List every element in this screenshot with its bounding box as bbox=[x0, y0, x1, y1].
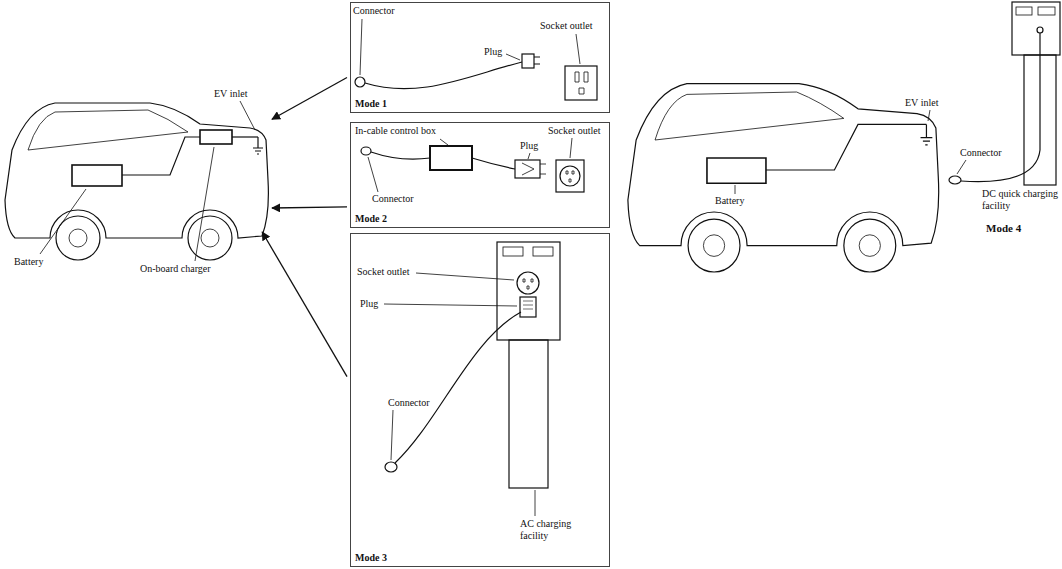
connector-symbol bbox=[949, 176, 961, 184]
arrow-connector bbox=[272, 77, 347, 119]
control-box-symbol bbox=[430, 146, 472, 170]
arrow-connector bbox=[262, 232, 347, 377]
charger-column bbox=[509, 340, 548, 488]
plug-pins bbox=[534, 57, 540, 64]
wheel-hub bbox=[69, 229, 87, 247]
mode-title: Mode 2 bbox=[355, 213, 387, 225]
part-label: Connector bbox=[372, 193, 414, 205]
plug-symbol bbox=[515, 160, 540, 178]
mode3-illustration bbox=[384, 242, 560, 516]
wire bbox=[766, 124, 926, 170]
plug-symbol bbox=[520, 297, 536, 317]
part-label: On-board charger bbox=[140, 263, 211, 275]
connector-symbol bbox=[361, 147, 371, 155]
leader-line bbox=[368, 138, 572, 192]
socket-symbol bbox=[556, 160, 584, 192]
connector-symbol bbox=[385, 462, 397, 472]
ground-symbol bbox=[921, 124, 933, 144]
plug-grip bbox=[523, 301, 533, 309]
charger-head bbox=[497, 242, 560, 340]
cable bbox=[961, 33, 1040, 182]
display bbox=[1038, 7, 1055, 15]
socket-holes bbox=[566, 171, 574, 182]
cable bbox=[371, 152, 430, 159]
battery-box bbox=[707, 158, 766, 183]
plug-pins bbox=[522, 163, 546, 175]
part-label: Battery bbox=[715, 195, 744, 207]
leader-line bbox=[384, 273, 535, 516]
wheel-hub bbox=[703, 235, 724, 257]
cable-outlet bbox=[1037, 27, 1043, 33]
cable bbox=[395, 312, 521, 463]
part-label: Connector bbox=[960, 147, 1002, 159]
part-label: DC quick charging facility bbox=[982, 188, 1058, 212]
wheel bbox=[844, 219, 896, 272]
battery-box bbox=[72, 165, 122, 186]
wire bbox=[232, 136, 258, 137]
left-car bbox=[5, 101, 268, 261]
part-label: Plug bbox=[484, 46, 502, 58]
part-label: AC charging facility bbox=[520, 518, 592, 542]
display bbox=[503, 247, 523, 256]
display bbox=[533, 247, 553, 256]
car-window bbox=[655, 92, 844, 140]
socket-face bbox=[560, 166, 580, 186]
wheel-hub bbox=[859, 235, 880, 257]
ev-inlet-point: EV inlet bbox=[244, 112, 272, 232]
arrow-connector bbox=[272, 207, 347, 208]
car-window bbox=[28, 110, 188, 150]
part-label: Connector bbox=[388, 397, 430, 409]
part-label: Connector bbox=[353, 5, 395, 17]
display bbox=[1016, 7, 1032, 15]
mode-panel: Mode 2 bbox=[350, 122, 610, 228]
wheel-hub bbox=[201, 229, 219, 247]
right-car bbox=[628, 84, 939, 272]
part-label: In-cable control box bbox=[355, 125, 436, 137]
socket-symbol bbox=[565, 66, 597, 100]
charger-box bbox=[200, 130, 232, 144]
charger-head bbox=[1012, 2, 1060, 55]
mode2-illustration bbox=[361, 138, 584, 192]
wire bbox=[122, 137, 200, 175]
part-label: Plug bbox=[360, 298, 378, 310]
leader-line bbox=[195, 147, 214, 261]
part-label: Battery bbox=[14, 256, 43, 268]
dc-charger bbox=[735, 2, 1060, 194]
part-label: Socket outlet bbox=[540, 20, 593, 32]
wheel bbox=[188, 216, 232, 260]
leader-line bbox=[240, 101, 255, 130]
car-body bbox=[628, 84, 939, 246]
mode-title: Mode 1 bbox=[355, 98, 387, 110]
leader-line bbox=[40, 189, 86, 254]
plug-symbol bbox=[522, 54, 534, 68]
socket-slots bbox=[575, 72, 588, 94]
socket-symbol bbox=[517, 272, 539, 294]
wheel bbox=[688, 219, 740, 272]
socket-holes bbox=[523, 279, 533, 289]
mode-title: Mode 3 bbox=[355, 552, 387, 564]
mode1-illustration bbox=[355, 19, 597, 100]
ground-symbol bbox=[253, 137, 263, 154]
cable bbox=[365, 62, 522, 89]
part-label: Socket outlet bbox=[357, 266, 410, 278]
car-body bbox=[5, 103, 268, 238]
mode-title: Mode 4 bbox=[986, 222, 1021, 235]
part-label: Socket outlet bbox=[548, 125, 601, 137]
leader-line bbox=[735, 110, 966, 194]
part-label: EV inlet bbox=[905, 97, 938, 109]
cable bbox=[472, 158, 515, 169]
mode-panel: Mode 1 bbox=[350, 2, 610, 113]
part-label: Plug bbox=[520, 140, 538, 152]
connector-symbol bbox=[355, 77, 365, 87]
inlet-label: EV inlet bbox=[214, 88, 247, 100]
